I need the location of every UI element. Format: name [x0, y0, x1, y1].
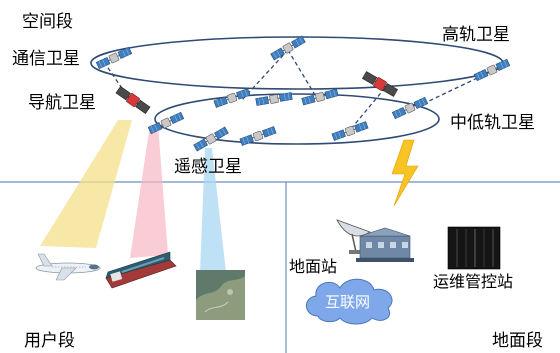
label-internet: 互联网: [325, 293, 370, 311]
map-image: [196, 270, 245, 320]
label-ops-station: 运维管控站: [433, 272, 513, 291]
satellite-links: [103, 49, 491, 131]
blue-beam: [200, 148, 226, 272]
label-comm-satellite: 通信卫星: [12, 49, 80, 69]
airplane-icon: [35, 253, 101, 281]
label-high-orbit: 高轨卫星: [442, 25, 510, 45]
ship-icon: [105, 251, 177, 289]
section-label-space: 空间段: [22, 12, 73, 32]
label-nav-satellite: 导航卫星: [28, 93, 96, 113]
section-label-ground: 地面段: [492, 331, 543, 351]
mid-low-orbit-ellipse: [154, 93, 440, 145]
label-ground-station: 地面站: [289, 257, 337, 276]
signal-beams: [40, 120, 226, 272]
lightning-icon: [391, 139, 419, 207]
station-building-icon: [356, 227, 414, 262]
dish-antenna-icon: [336, 219, 371, 254]
yellow-beam: [40, 120, 132, 248]
pink-beam: [130, 125, 168, 258]
label-mid-low-orbit: 中低轨卫星: [450, 113, 535, 133]
server-rack-icon: [447, 226, 501, 270]
label-remote-satellite: 遥感卫星: [174, 157, 242, 177]
cloud-icon: [306, 278, 393, 325]
section-label-user: 用户段: [24, 331, 75, 351]
